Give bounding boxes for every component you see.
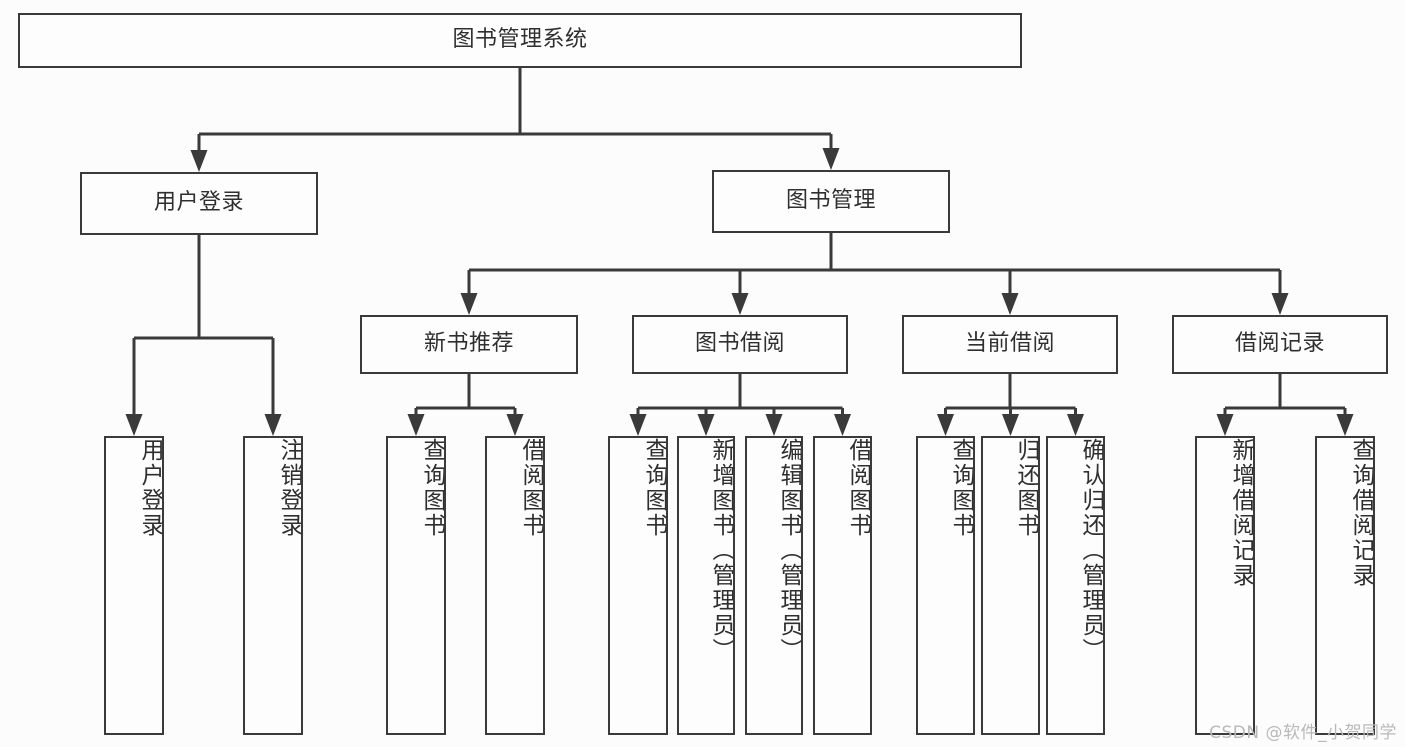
node-label-user-login: 用户登录 [153, 190, 244, 216]
node-label-leaf-borrow-query: 查询图书 [641, 438, 667, 538]
arrowhead [765, 414, 783, 436]
node-leaf-cur-confirm[interactable]: 确认归还（管理员） [1046, 436, 1105, 735]
node-label-leaf-rec-search: 查询借阅记录 [1348, 438, 1374, 588]
node-label-root: 图书管理系统 [452, 27, 588, 53]
arrowhead [697, 414, 715, 436]
node-label-leaf-user-logout: 注销登录 [276, 438, 302, 538]
node-label-leaf-borrow-lend: 借阅图书 [845, 438, 871, 538]
arrowhead [407, 414, 425, 436]
arrowhead [937, 414, 954, 436]
arrowhead [125, 414, 143, 436]
node-book-manage[interactable]: 图书管理 [712, 170, 950, 233]
node-label-book-borrow: 图书借阅 [694, 331, 785, 357]
arrowhead [629, 414, 647, 436]
node-leaf-rec-add[interactable]: 新增借阅记录 [1195, 436, 1255, 735]
node-label-borrow-record: 借阅记录 [1234, 331, 1325, 357]
node-book-borrow[interactable]: 图书借阅 [632, 315, 848, 374]
node-label-leaf-rec-query: 查询图书 [419, 438, 445, 538]
arrowhead [1001, 293, 1019, 315]
arrowhead [506, 414, 524, 436]
node-label-leaf-user-login: 用户登录 [137, 438, 163, 538]
node-label-leaf-borrow-add: 新增图书（管理员） [708, 438, 734, 663]
arrowhead [264, 414, 282, 436]
node-label-leaf-cur-confirm: 确认归还（管理员） [1078, 438, 1104, 663]
arrowhead [1216, 414, 1234, 436]
arrowhead [1271, 293, 1289, 315]
arrowhead [834, 414, 851, 436]
node-leaf-rec-query[interactable]: 查询图书 [386, 436, 446, 735]
node-leaf-rec-borrow[interactable]: 借阅图书 [485, 436, 545, 735]
node-leaf-borrow-edit[interactable]: 编辑图书（管理员） [745, 436, 803, 735]
arrowhead [1336, 414, 1354, 436]
node-label-current-borrow: 当前借阅 [964, 331, 1055, 357]
arrowhead [1002, 414, 1019, 436]
node-leaf-borrow-query[interactable]: 查询图书 [608, 436, 668, 735]
node-leaf-user-logout[interactable]: 注销登录 [243, 436, 303, 735]
node-label-leaf-rec-borrow: 借阅图书 [518, 438, 544, 538]
node-root[interactable]: 图书管理系统 [18, 13, 1022, 68]
node-label-leaf-borrow-edit: 编辑图书（管理员） [776, 438, 802, 663]
node-leaf-rec-search[interactable]: 查询借阅记录 [1315, 436, 1375, 735]
node-leaf-borrow-add[interactable]: 新增图书（管理员） [677, 436, 735, 735]
node-leaf-user-login[interactable]: 用户登录 [104, 436, 164, 735]
arrowhead [460, 293, 478, 315]
node-leaf-cur-query[interactable]: 查询图书 [916, 436, 975, 735]
node-new-book-rec[interactable]: 新书推荐 [360, 315, 578, 374]
node-label-new-book-rec: 新书推荐 [423, 331, 514, 357]
node-label-leaf-cur-query: 查询图书 [948, 438, 974, 538]
node-current-borrow[interactable]: 当前借阅 [902, 315, 1118, 374]
node-user-login[interactable]: 用户登录 [80, 172, 318, 235]
node-borrow-record[interactable]: 借阅记录 [1172, 315, 1388, 374]
node-leaf-borrow-lend[interactable]: 借阅图书 [813, 436, 872, 735]
arrowhead [731, 293, 749, 315]
node-label-leaf-rec-add: 新增借阅记录 [1228, 438, 1254, 588]
arrowhead [1067, 414, 1084, 436]
arrowhead [190, 150, 208, 172]
node-label-leaf-cur-return: 归还图书 [1013, 438, 1039, 538]
node-label-book-manage: 图书管理 [785, 188, 876, 214]
arrowhead [822, 148, 840, 170]
node-leaf-cur-return[interactable]: 归还图书 [981, 436, 1040, 735]
